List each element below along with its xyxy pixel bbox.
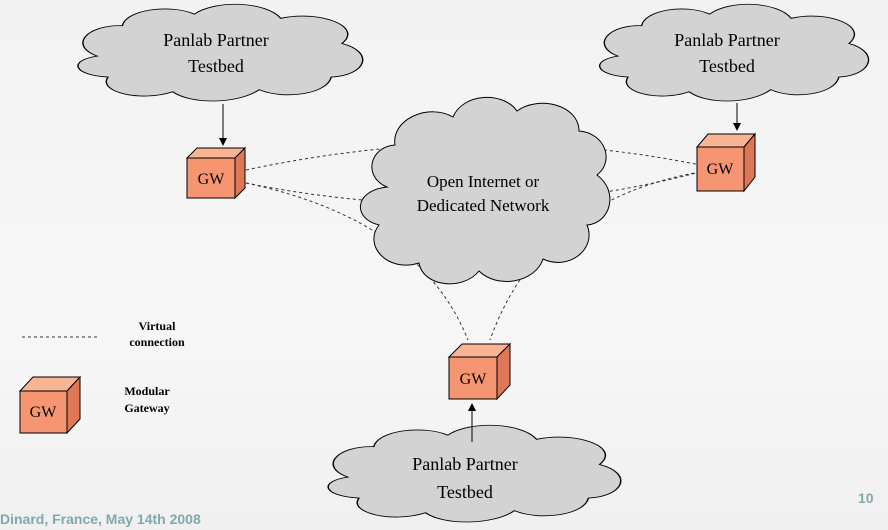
legend-virtual-line1: Virtual [139, 319, 177, 333]
gateway-bottom-label: GW [460, 371, 488, 388]
link-left-right-upper [245, 143, 701, 171]
gateway-left-label: GW [198, 171, 226, 188]
footer-location-date: Dinard, France, May 14th 2008 [0, 511, 201, 527]
gateway-cube-bottom: GW [447, 342, 512, 401]
arrowhead-topleft [219, 138, 227, 146]
testbed-top-right-line1: Panlab Partner [674, 30, 779, 50]
page-number: 10 [858, 490, 874, 506]
gateway-cube-right: GW [695, 132, 757, 193]
legend-gateway-line2: Gateway [124, 401, 169, 415]
testbed-top-right-line2: Testbed [699, 56, 755, 76]
testbed-top-left-line2: Testbed [188, 56, 244, 76]
network-cloud-line2: Dedicated Network [417, 196, 550, 215]
gateway-right-label: GW [707, 161, 735, 178]
legend-virtual-line2: connection [129, 335, 185, 349]
link-left-bottom [245, 182, 469, 341]
network-cloud: Open Internet or Dedicated Network [359, 96, 611, 285]
legend-gateway-box-label: GW [30, 404, 58, 421]
gateway-cube-left: GW [185, 146, 247, 200]
link-left-right-lower [245, 171, 701, 205]
arrows [219, 103, 741, 442]
testbed-cloud-top-right [598, 3, 870, 102]
network-cloud-line1: Open Internet or [427, 172, 540, 191]
testbed-bottom-line2: Testbed [437, 482, 493, 502]
arrowhead-topright [733, 123, 741, 131]
testbed-top-left-line1: Panlab Partner [163, 30, 268, 50]
legend: Virtual connection GW Modular Gateway [18, 319, 185, 435]
legend-gateway-cube: GW [18, 375, 82, 435]
testbed-bottom-line1: Panlab Partner [412, 454, 517, 474]
legend-gateway-line1: Modular [124, 384, 170, 398]
testbed-cloud-top-left [77, 3, 364, 102]
arrowhead-bottom [468, 403, 476, 411]
